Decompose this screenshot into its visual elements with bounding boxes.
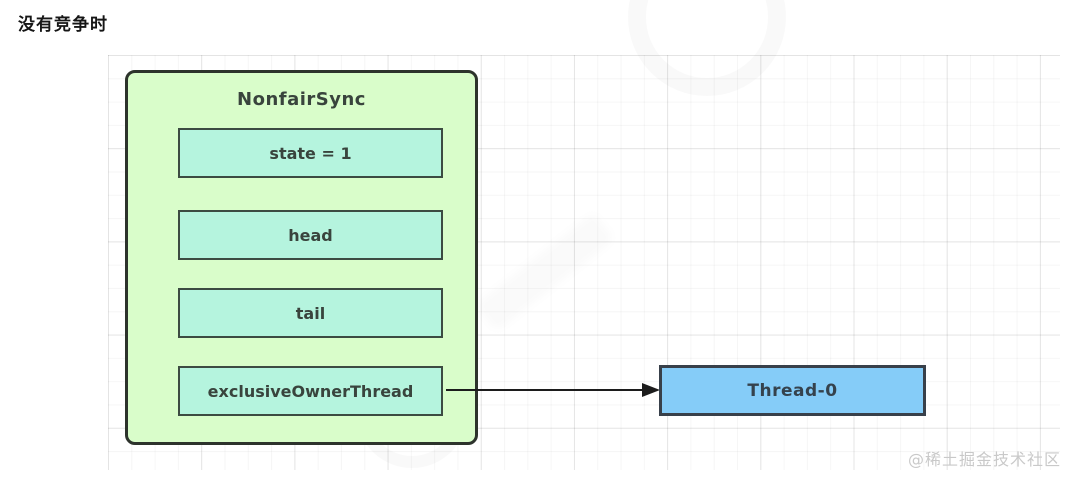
- page-heading: 没有竞争时: [18, 15, 108, 35]
- thread-0-box: Thread-0: [659, 365, 926, 416]
- field-exclusive-owner-thread: exclusiveOwnerThread: [178, 366, 443, 416]
- nonfairsync-class-box: NonfairSync state = 1 head tail exclusiv…: [125, 70, 478, 445]
- owner-thread-arrow: [446, 383, 660, 397]
- field-state: state = 1: [178, 128, 443, 178]
- juejin-watermark: @稀土掘金技术社区: [907, 450, 1061, 469]
- field-head: head: [178, 210, 443, 260]
- arrowhead-icon: [642, 383, 660, 397]
- field-tail: tail: [178, 288, 443, 338]
- class-box-title: NonfairSync: [237, 89, 366, 110]
